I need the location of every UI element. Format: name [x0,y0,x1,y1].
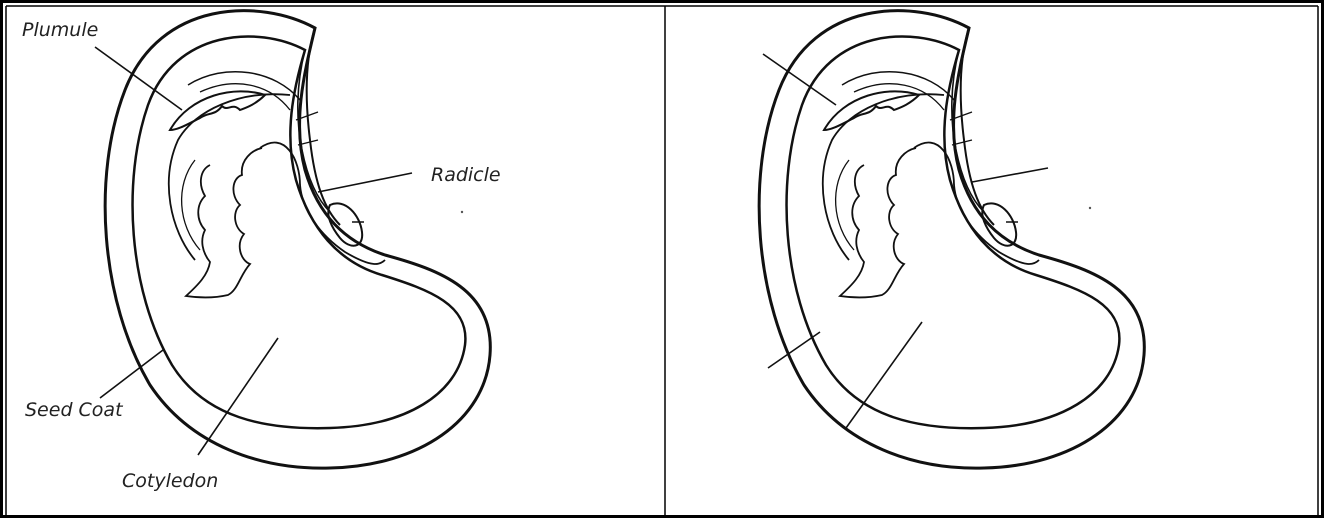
blank-seed-diagram [759,11,1144,468]
cotyledon-leader-line [198,338,278,455]
label-seed-coat: Seed Coat [25,399,124,421]
blank-leader-line-1 [763,54,836,105]
speck-mark [461,211,463,213]
label-cotyledon: Cotyledon [122,470,218,492]
seed-illustration-blank [759,11,1144,468]
speck-mark-2 [1089,207,1091,209]
blank-leader-line-2 [972,168,1048,182]
label-plumule: Plumule [22,19,98,41]
seed-illustration-labeled [105,11,490,468]
radicle-leader-line [318,173,412,192]
plumule-leader-line [95,47,182,110]
label-radicle: Radicle [431,164,501,186]
blank-leader-line-3 [768,332,820,368]
labeled-seed-diagram: Plumule Radicle Seed Coat Cotyledon [22,11,501,492]
blank-leader-line-4 [846,322,922,428]
